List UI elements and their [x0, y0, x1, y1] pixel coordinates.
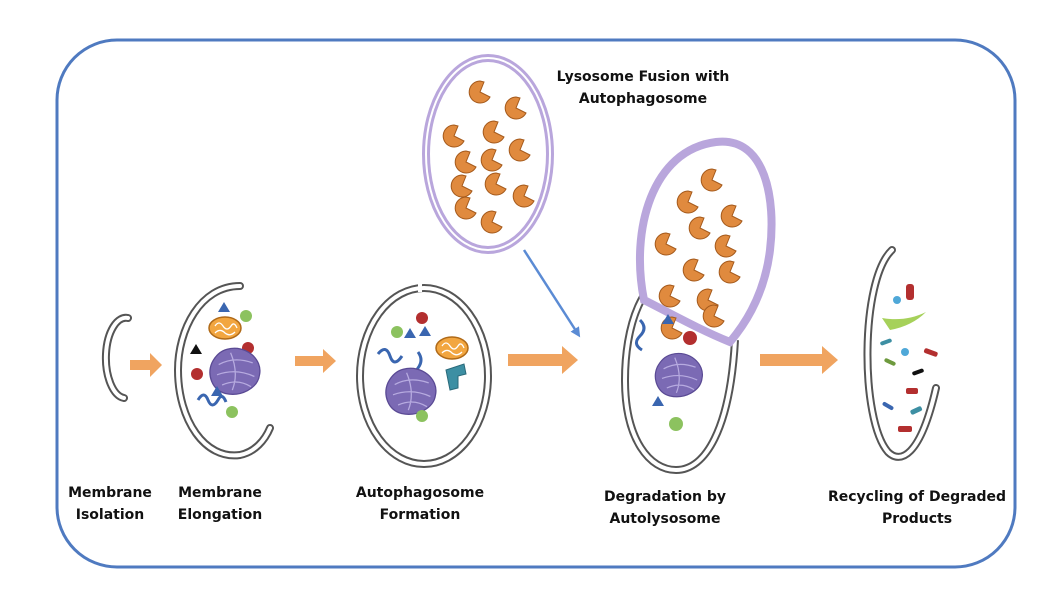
mitochondrion-icon — [208, 316, 242, 340]
autolysosome — [620, 137, 776, 475]
degraded-products — [880, 284, 938, 432]
arrow-orange-4 — [760, 346, 838, 374]
elongation-contents — [190, 302, 261, 418]
arrow-orange-1 — [130, 353, 162, 377]
arrow-blue-fusion — [522, 249, 581, 338]
autophagosome-membrane — [356, 284, 492, 468]
protein-squiggle-icon — [196, 393, 228, 407]
autophagosome-contents — [376, 312, 469, 422]
elongation-membrane — [173, 282, 274, 460]
arrow-orange-2 — [295, 349, 336, 373]
lysosome — [422, 54, 554, 254]
membrane-arc-icon — [101, 313, 132, 402]
outer-frame — [55, 38, 1017, 569]
recycling-membrane — [863, 246, 940, 461]
arrow-orange-3 — [508, 346, 578, 374]
